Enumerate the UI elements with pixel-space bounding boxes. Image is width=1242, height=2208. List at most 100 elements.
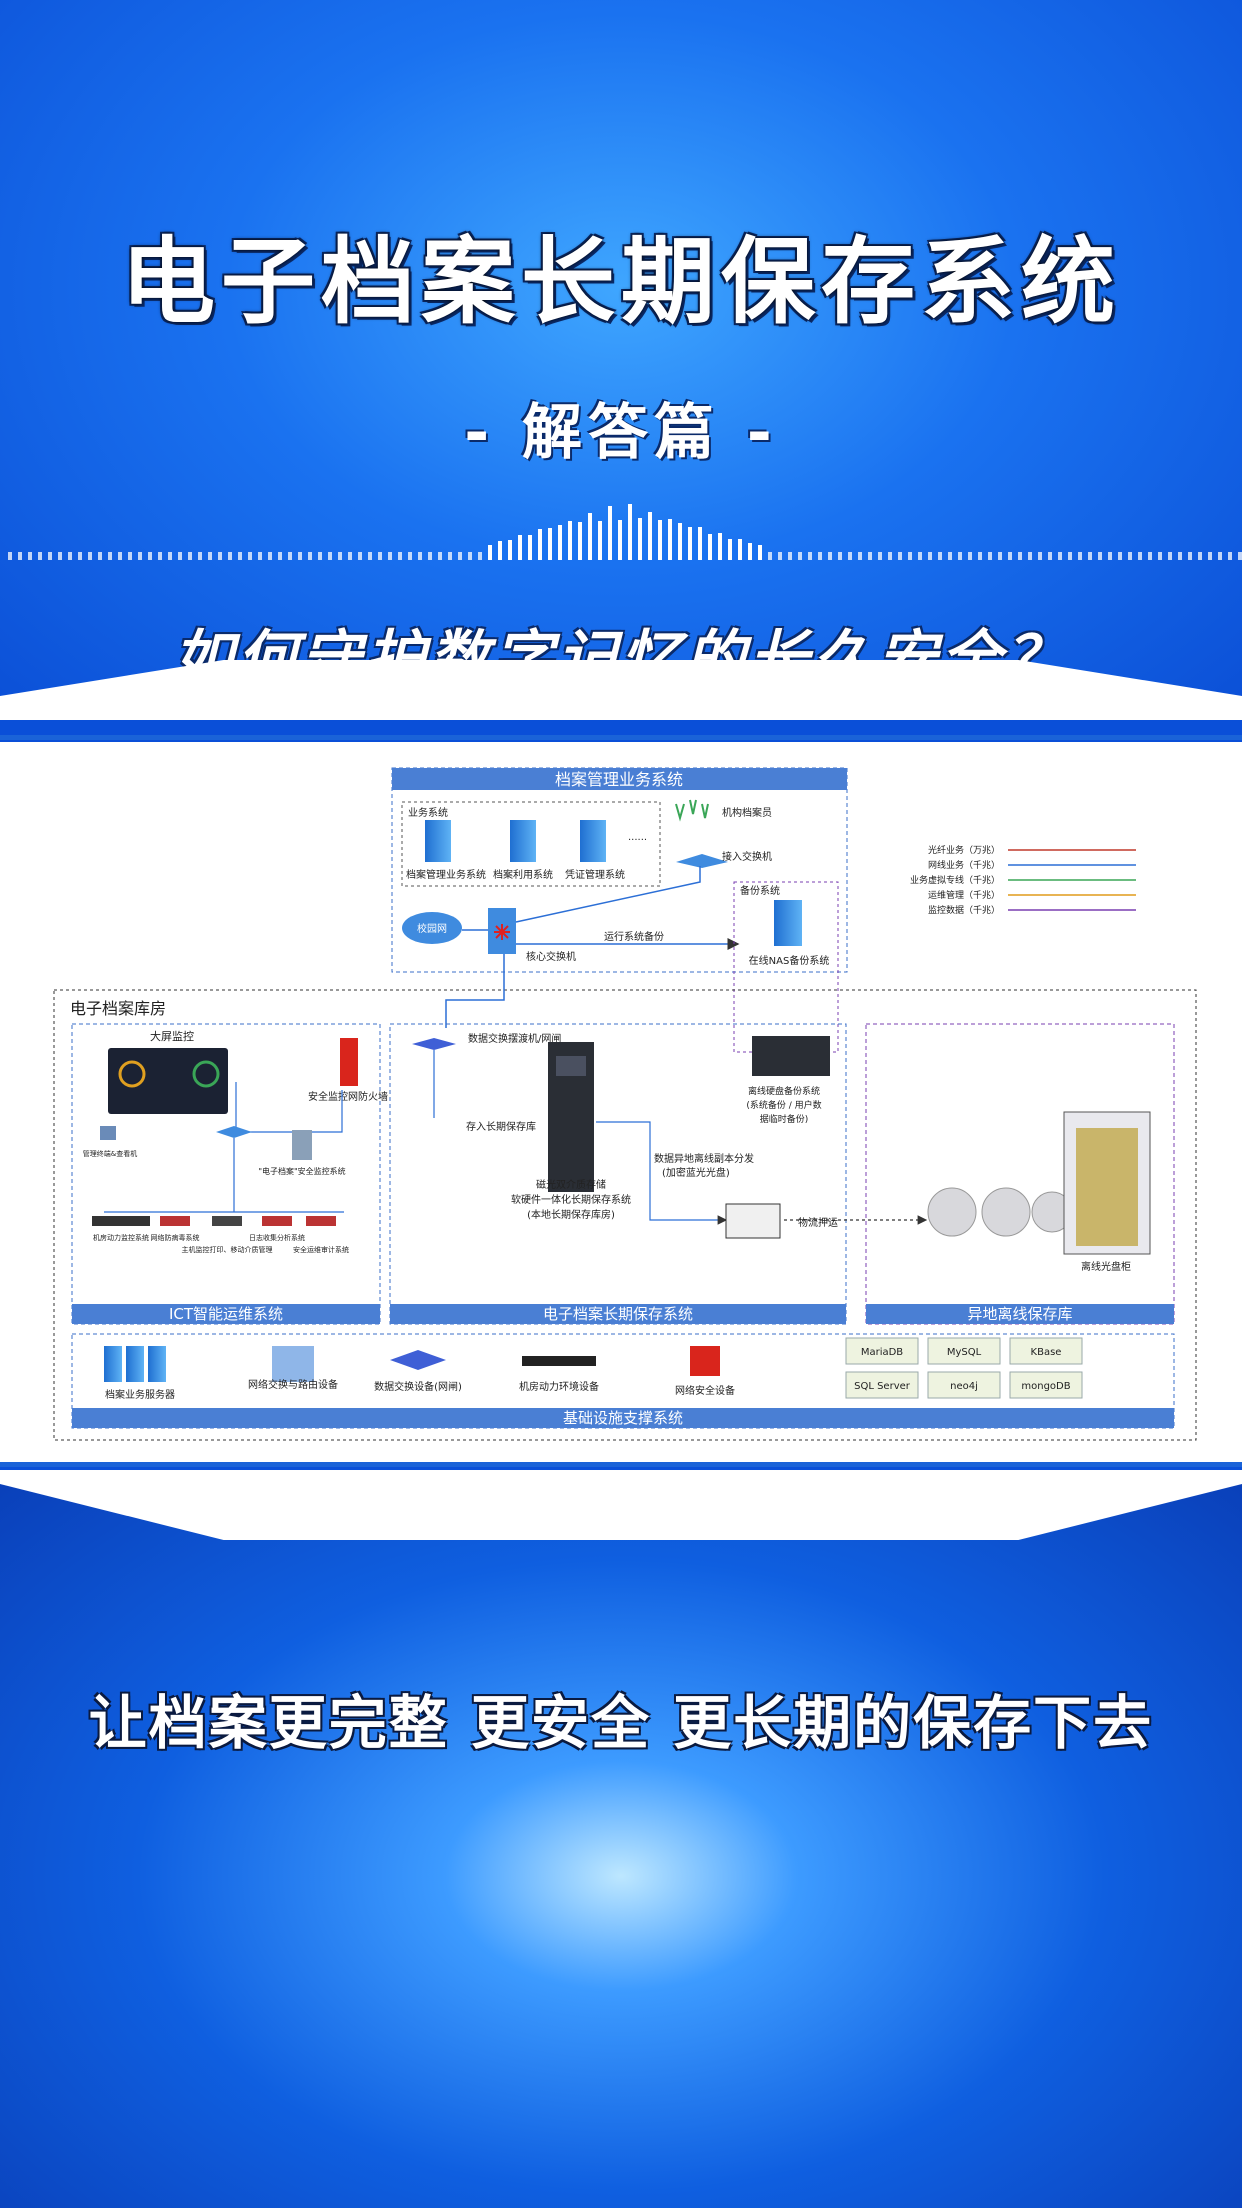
database-logo <box>1009 1371 1083 1399</box>
wave-bar <box>1018 552 1022 560</box>
storage-caption-2: 软硬件一体化长期保存系统 <box>511 1193 631 1206</box>
offsite-header <box>866 1304 1174 1324</box>
wave-bar <box>1108 552 1112 560</box>
wave-bar <box>768 552 772 560</box>
section-storage-title: 电子档案长期保存系统 <box>543 1305 693 1323</box>
wave-bar <box>248 552 252 560</box>
infra-label: 档案业务服务器 <box>105 1388 175 1401</box>
database-logo <box>845 1337 919 1365</box>
legend: 光纤业务（万兆）网线业务（千兆）业务虚拟专线（千兆）运维管理（千兆）监控数据（千… <box>910 844 1136 916</box>
firewall-icon <box>340 1038 358 1086</box>
gateway-icon <box>390 1350 446 1370</box>
wave-bar <box>238 552 242 560</box>
wave-bar <box>1068 552 1072 560</box>
wave-bar <box>408 552 412 560</box>
wave-bar <box>618 520 622 560</box>
infra-title: 基础设施支撑系统 <box>563 1409 683 1427</box>
offline-backup-label-2: (系统备份 / 用户数 <box>746 1099 821 1111</box>
wave-bar <box>38 552 42 560</box>
database-logo <box>1009 1337 1083 1365</box>
disc-burner-icon <box>725 1203 781 1239</box>
device-icon <box>212 1216 242 1226</box>
database-logo-label: KBase <box>1031 1347 1062 1358</box>
nas-server-icon <box>774 900 802 946</box>
core-switch-mark-icon <box>494 924 510 940</box>
disc-icon <box>927 1187 977 1237</box>
database-logo <box>927 1371 1001 1399</box>
section-offsite-title: 异地离线保存库 <box>967 1305 1072 1323</box>
firewall-label: 安全监控网防火墙 <box>308 1090 388 1103</box>
device-icon <box>262 1216 292 1226</box>
store-in-label: 存入长期保存库 <box>466 1120 536 1133</box>
wave-bar <box>178 552 182 560</box>
wave-bar <box>658 520 662 560</box>
wave-bar <box>1168 552 1172 560</box>
disc-cabinet-label: 离线光盘柜 <box>1081 1260 1131 1273</box>
wave-bar <box>368 552 372 560</box>
wave-bar <box>198 552 202 560</box>
device-label: 安全运维审计系统 <box>293 1245 349 1254</box>
archive-room-title: 电子档案库房 <box>70 999 166 1018</box>
wave-bar <box>1178 552 1182 560</box>
wave-bar <box>588 513 592 560</box>
wave-bar <box>328 552 332 560</box>
wave-bar <box>928 552 932 560</box>
link-line <box>515 866 701 923</box>
data-gateway-label: 数据交换摆渡机/网闸 <box>468 1032 561 1045</box>
wave-bar <box>548 528 552 560</box>
architecture-diagram: 档案管理业务系统 业务系统 档案管理业务系统 档案利用系统 凭证管理系统 ...… <box>0 742 1242 1462</box>
page-subtitle: - 解答篇 - <box>464 398 778 468</box>
wave-bar <box>358 552 362 560</box>
archivist-label: 机构档案员 <box>722 806 772 819</box>
wave-bar <box>348 552 352 560</box>
archivist-devices: 机构档案员 接入交换机 <box>675 799 772 868</box>
ellipsis-text: ...... <box>628 832 647 843</box>
infra-header <box>72 1408 1174 1428</box>
core-switch: 核心交换机 <box>488 908 576 963</box>
wave-bar <box>688 527 692 560</box>
wave-bar <box>488 545 492 560</box>
optical-discs <box>927 1187 1073 1237</box>
wave-bar <box>958 552 962 560</box>
wave-bar <box>58 552 62 560</box>
wave-bar <box>1078 552 1082 560</box>
link-line <box>235 1082 343 1133</box>
legend-label: 业务虚拟专线（千兆） <box>910 874 1000 886</box>
infra-label: 网络安全设备 <box>675 1384 735 1397</box>
device-icon <box>160 1216 190 1226</box>
disc-icon <box>981 1187 1031 1237</box>
gateway-switch-icon <box>412 1038 456 1050</box>
security-platform-label: "电子档案"安全监控系统 <box>258 1166 345 1176</box>
device-icon <box>92 1216 150 1226</box>
link-line <box>445 954 505 1028</box>
wave-bar <box>478 552 482 560</box>
wave-bar <box>498 541 502 560</box>
server-label: 凭证管理系统 <box>565 868 625 881</box>
wave-bar <box>648 512 652 560</box>
wave-bar <box>638 518 642 560</box>
legend-label: 网线业务（千兆） <box>928 859 1000 871</box>
env-device-icon <box>522 1356 596 1366</box>
diagram-canvas: 档案管理业务系统 业务系统 档案管理业务系统 档案利用系统 凭证管理系统 ...… <box>53 767 1197 1441</box>
wave-bar <box>18 552 22 560</box>
wave-bar <box>1158 552 1162 560</box>
campus-network: 校园网 <box>402 912 462 944</box>
wave-bar <box>848 552 852 560</box>
wave-bar <box>118 552 122 560</box>
wave-bar <box>748 543 752 560</box>
monitor-screen-icon <box>108 1048 228 1114</box>
wave-bar <box>1038 552 1042 560</box>
wave-bar <box>378 552 382 560</box>
big-screen-label: 大屏监控 <box>150 1029 194 1043</box>
wave-bar <box>468 552 472 560</box>
page-title: 电子档案长期保存系统 <box>120 228 1121 337</box>
wave-bar <box>578 522 582 560</box>
distribute-label-1: 数据异地离线副本分发 <box>654 1152 754 1165</box>
server-label: 档案利用系统 <box>493 868 553 881</box>
database-logo-label: neo4j <box>950 1381 978 1392</box>
ict-frame <box>71 1023 381 1325</box>
terminal-icon <box>100 1126 116 1140</box>
link-line <box>596 1121 728 1225</box>
slogan-text: 让档案更完整 更安全 更长期的保存下去 <box>88 1689 1154 1757</box>
